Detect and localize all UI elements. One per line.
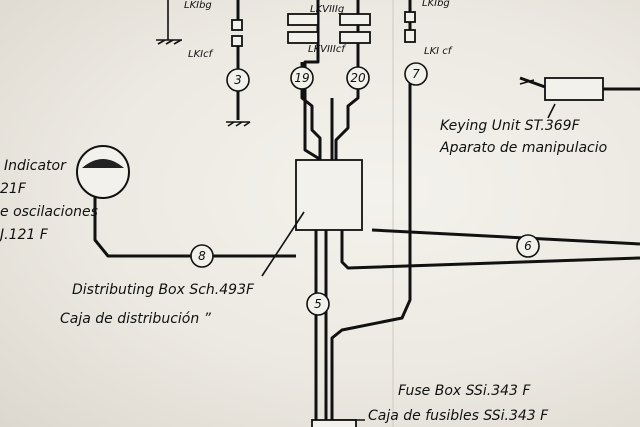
- lk-label-right-lower: LKI cf: [424, 46, 453, 57]
- connector-19-lower: [287, 31, 319, 44]
- ground-hatch: [173, 39, 182, 45]
- connector-lk-7: [404, 11, 416, 23]
- ground-hatch: [243, 121, 251, 127]
- node-6-label: 6: [524, 239, 532, 253]
- fuse-box: [311, 419, 357, 427]
- distributing-box-label-1: Distributing Box Sch.493F: [72, 282, 255, 298]
- wire-19: [303, 0, 320, 160]
- distributing-box-label-2: Caja de distribución ”: [60, 311, 212, 327]
- node-8-label: 8: [198, 249, 206, 263]
- node-5-label: 5: [314, 297, 322, 311]
- indicator-label-2: 21F: [0, 181, 27, 197]
- wire-20: [334, 0, 360, 160]
- connector-lk-7-lower: [404, 29, 416, 43]
- lk-label-top-left-lower: LKIcf: [188, 49, 214, 60]
- indicator-meter: [76, 145, 130, 199]
- ground-hatch: [227, 121, 235, 127]
- indicator-meter-scale: [82, 159, 124, 168]
- node-8-circle: [190, 244, 214, 268]
- indicator-label-4: J.121 F: [0, 227, 49, 243]
- wire-6: [371, 228, 640, 246]
- node-6-circle: [516, 234, 540, 258]
- node-19: 19: [290, 66, 314, 90]
- node-3: 3: [226, 68, 250, 92]
- fuse-box-label-1: Fuse Box SSi.343 F: [398, 383, 531, 399]
- keying-unit: [519, 77, 640, 119]
- lk-label-mid-upper: LKVIIIg: [310, 4, 344, 15]
- lk-label-right-upper: LKIbg: [422, 0, 450, 9]
- node-3-label: 3: [234, 73, 242, 87]
- indicator-label-3: e oscilaciones: [0, 204, 98, 220]
- indicator-meter-dial: [76, 145, 130, 199]
- keying-unit-label-2: Aparato de manipulacio: [439, 140, 607, 156]
- keying-unit-box: [544, 77, 604, 101]
- distributing-box-leader: [261, 211, 305, 277]
- grounds: [156, 0, 251, 127]
- wires: [93, 0, 640, 427]
- node-8: 8: [190, 244, 214, 268]
- wire-19b: [300, 62, 322, 160]
- ground-hatch: [157, 39, 166, 45]
- ground-hatch: [165, 39, 174, 45]
- node-6: 6: [516, 234, 540, 258]
- connectors: [231, 11, 416, 47]
- node-5-circle: [306, 292, 330, 316]
- node-5: 5: [306, 292, 330, 316]
- node-7-label: 7: [412, 67, 420, 81]
- node-7: 7: [404, 62, 428, 86]
- lk-label-mid-lower: LKVIIIcf: [308, 44, 346, 55]
- node-20: 20: [346, 66, 370, 90]
- wire-8: [93, 180, 296, 258]
- connector-20-upper: [339, 13, 371, 26]
- keying-unit-connector: [519, 79, 535, 85]
- connector-lk-3: [231, 19, 243, 31]
- lk-label-top-left: LKIbg: [184, 0, 212, 11]
- node-20-label: 20: [350, 71, 366, 85]
- wire-keying: [519, 76, 549, 90]
- wire-6b: [340, 230, 640, 270]
- connector-20-lower: [339, 31, 371, 44]
- node-20-circle: [346, 66, 370, 90]
- wire-7: [330, 78, 412, 427]
- fuse-box-leader: [311, 419, 365, 427]
- node-7-circle: [404, 62, 428, 86]
- fuse-box-label-2: Caja de fusibles SSi.343 F: [368, 408, 549, 424]
- keying-unit-leader: [547, 103, 556, 119]
- keying-unit-label-1: Keying Unit ST.369F: [440, 118, 581, 134]
- node-19-label: 19: [294, 71, 309, 85]
- indicator-label-1: Indicator: [4, 158, 67, 174]
- node-19-circle: [290, 66, 314, 90]
- ground-hatch: [235, 121, 243, 127]
- connector-19-upper: [287, 13, 319, 26]
- connector-lk-3-lower: [231, 35, 243, 47]
- node-3-circle: [226, 68, 250, 92]
- distributing-box: [295, 159, 363, 231]
